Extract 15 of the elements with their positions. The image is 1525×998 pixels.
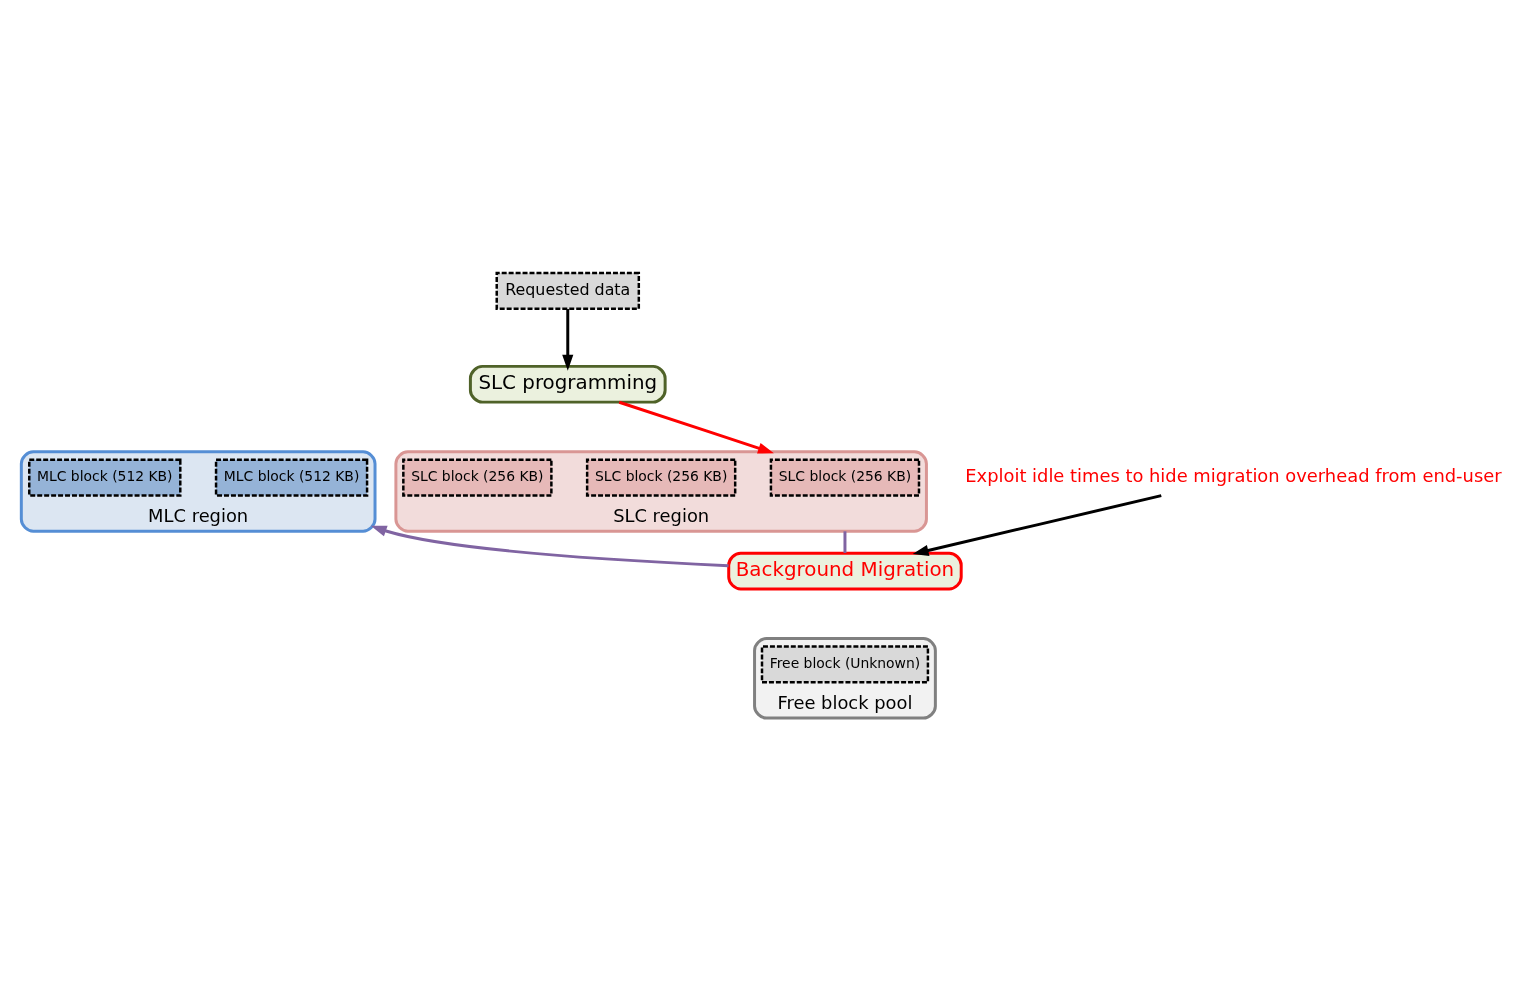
node-box: SLC block (256 KB) [585,458,737,497]
arrow [618,400,774,454]
node-box: SLC block (256 KB) [402,458,553,497]
connector [843,530,847,553]
node-box: MLC block (512 KB) [214,458,369,497]
arrow [370,525,729,567]
node-box: SLC block (256 KB) [769,458,921,497]
node-box: MLC block (512 KB) [28,458,182,497]
node-box: SLC programming [468,364,667,404]
node-box: Free block (Unknown) [760,644,930,684]
arrow [562,308,574,371]
node-text: Exploit idle times to hide migration overhead from end-user [965,464,1502,486]
arrow [912,493,1162,556]
node-box: Requested data [495,271,641,310]
node-box: Background Migration [727,551,963,590]
